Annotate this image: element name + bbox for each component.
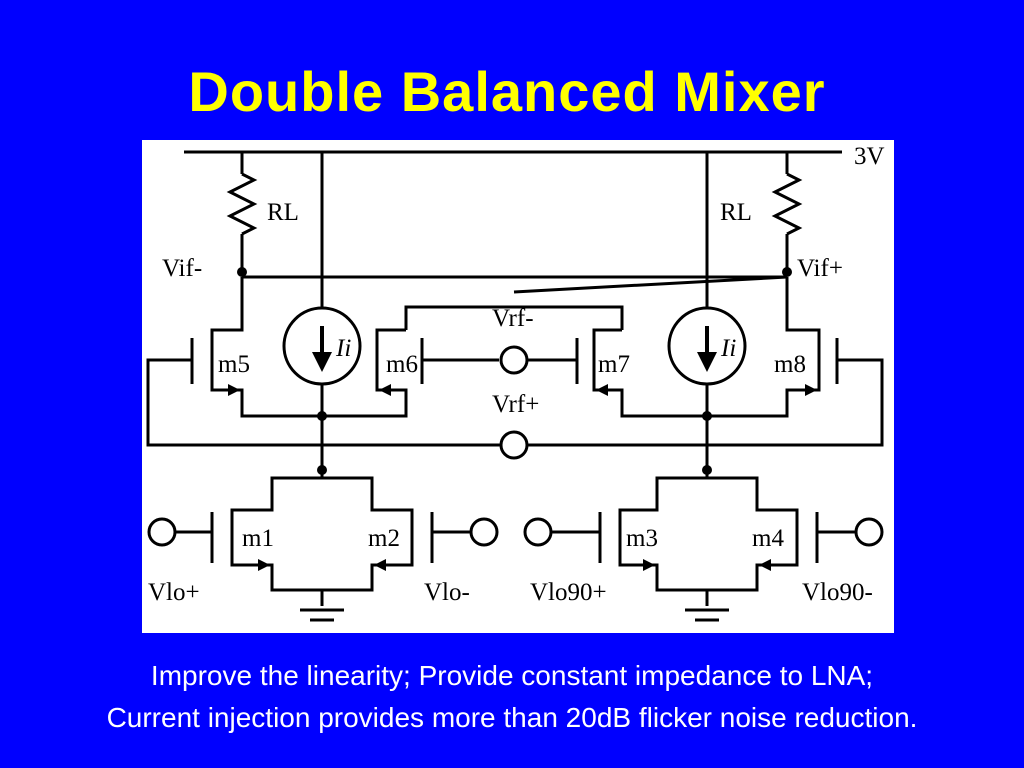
supply-label: 3V [854, 143, 885, 170]
output-label-plus: Vif+ [797, 255, 843, 282]
current-arrows [312, 326, 717, 372]
lo-label-minus: Vlo- [424, 579, 470, 606]
lo90-label-plus: Vlo90+ [530, 579, 607, 606]
load-resistor-label-left: RL [267, 199, 299, 226]
caption-line-2: Current injection provides more than 20d… [106, 702, 918, 733]
transistor-label-m3: m3 [626, 525, 658, 552]
load-resistor-right [771, 172, 803, 236]
transistor-label-m6: m6 [386, 351, 418, 378]
transistor-label-m1: m1 [242, 525, 274, 552]
output-label-minus: Vif- [162, 255, 202, 282]
input-terminals [147, 345, 884, 547]
lo90-label-minus: Vlo90- [802, 579, 873, 606]
slide-title: Double Balanced Mixer [188, 60, 826, 123]
current-source-label-left: Ii [335, 335, 351, 362]
transistor-label-m2: m2 [368, 525, 400, 552]
current-source-label-right: Ii [720, 335, 736, 362]
junction-dots [237, 267, 792, 475]
circuit-schematic: 3V RL RL Vif- Vif+ Ii Ii Vrf- Vrf+ m5 m6… [146, 143, 885, 622]
transistor-label-m5: m5 [218, 351, 250, 378]
load-resistor-left [226, 172, 258, 236]
caption-line-1: Improve the linearity; Provide constant … [150, 660, 874, 691]
load-resistor-label-right: RL [720, 199, 752, 226]
transistor-label-m7: m7 [598, 351, 630, 378]
transistor-arrows [228, 384, 817, 571]
lo-label-plus: Vlo+ [148, 579, 200, 606]
rf-label-plus: Vrf+ [492, 391, 539, 418]
rf-label-minus: Vrf- [492, 305, 534, 332]
transistor-label-m4: m4 [752, 525, 784, 552]
transistor-label-m8: m8 [774, 351, 806, 378]
circuit-diagram: 3V RL RL Vif- Vif+ Ii Ii Vrf- Vrf+ m5 m6… [142, 140, 894, 633]
